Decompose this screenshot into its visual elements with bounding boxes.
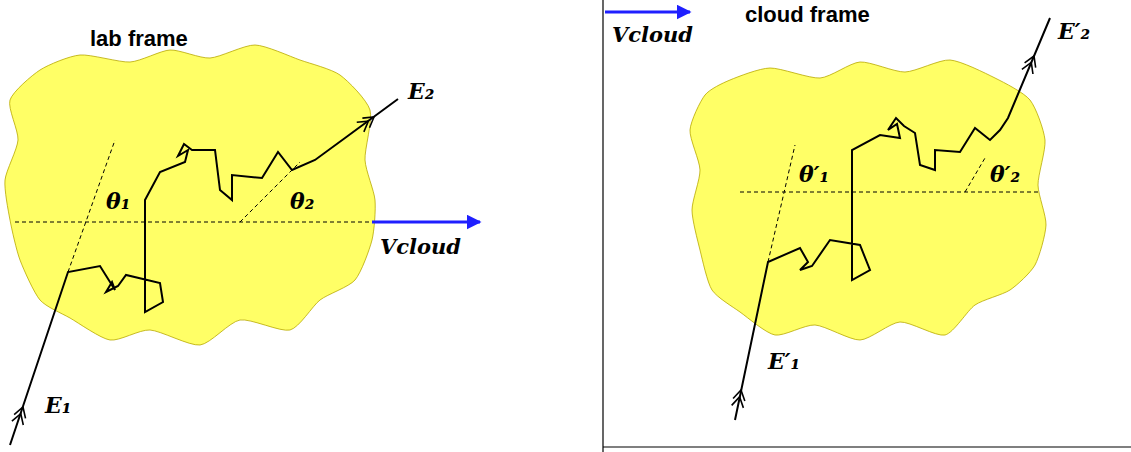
panel-title: cloud frame — [745, 4, 870, 26]
panel-title: lab frame — [90, 28, 188, 50]
direction-chevron — [12, 405, 29, 425]
frame-axis — [602, 0, 603, 452]
direction-chevron — [357, 112, 378, 132]
entry-direction — [768, 145, 795, 262]
lab-cloud — [5, 45, 375, 345]
reference-axis — [740, 192, 1040, 193]
angle-label: θ′₁ — [799, 163, 829, 185]
exit-direction — [965, 158, 985, 192]
velocity-arrow — [605, 11, 690, 14]
direction-chevron — [1022, 54, 1040, 74]
particle-path — [10, 99, 398, 445]
energy-label: E′₂ — [1058, 20, 1090, 42]
velocity-arrow — [372, 221, 480, 224]
particle-path — [735, 18, 1050, 420]
frame-axis — [603, 446, 1131, 447]
energy-label: E₁ — [45, 394, 71, 416]
velocity-label: Vcloud — [612, 24, 693, 45]
reference-axis — [15, 222, 370, 223]
energy-label: E′₁ — [768, 350, 800, 372]
energy-label: E₂ — [408, 80, 434, 102]
rest-cloud — [690, 60, 1046, 340]
angle-label: θ′₂ — [990, 163, 1020, 185]
velocity-label: Vcloud — [380, 236, 461, 257]
angle-label: θ₂ — [290, 190, 314, 212]
direction-chevron — [732, 389, 747, 408]
angle-label: θ₁ — [106, 190, 130, 212]
